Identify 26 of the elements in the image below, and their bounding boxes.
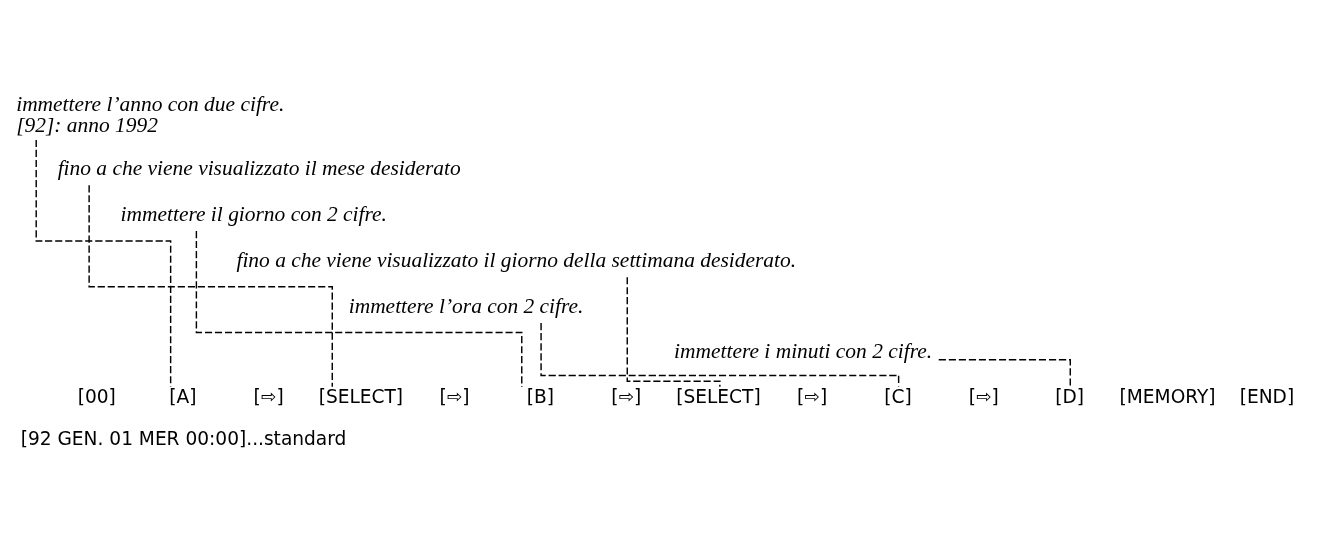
node-text: [⇨]: [611, 386, 642, 408]
node-text: [MEMORY]: [1119, 386, 1216, 408]
connector: [938, 359, 1071, 388]
connector: [195, 230, 523, 388]
connector: [88, 184, 333, 388]
connector: [35, 139, 172, 388]
node-text: [SELECT]: [676, 386, 761, 408]
node-text: [D]: [1055, 386, 1085, 408]
node-text: [00]: [77, 386, 116, 408]
node-text: [⇨]: [968, 386, 999, 408]
node-text: [⇨]: [253, 386, 284, 408]
node-text: immettere l’anno con due cifre. [92]: anno 1992: [16, 91, 285, 138]
node-text: immettere il giorno con 2 cifre.: [120, 202, 387, 227]
node-text: [⇨]: [797, 386, 828, 408]
node-text: [A]: [169, 386, 197, 408]
connector: [626, 276, 721, 388]
node-text: immettere l’ora con 2 cifre.: [348, 293, 584, 318]
node-text: fino a che viene visualizzato il giorno della settimana desiderato.: [236, 247, 797, 272]
node-text: fino a che viene visualizzato il mese desiderato: [57, 156, 461, 181]
node-text: [⇨]: [439, 386, 470, 408]
node-text: [END]: [1239, 386, 1295, 408]
node-text: [B]: [526, 386, 555, 408]
node-text: immettere i minuti con 2 cifre.: [674, 339, 933, 364]
node-text: [SELECT]: [318, 386, 404, 408]
node-text: [C]: [884, 386, 912, 408]
label: [92 GEN. 01 MER 00:00]...standard: [20, 427, 347, 449]
